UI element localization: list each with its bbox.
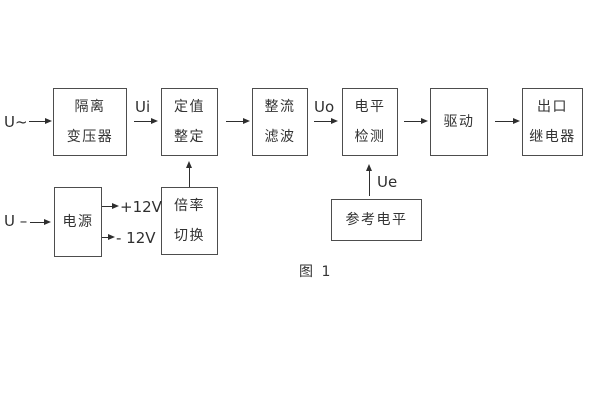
block-setpoint-adjust-label-line1: 定值 [174,99,205,115]
arrow-rectifier-to-level-detector [314,117,338,124]
label-signal-ue: Ue [377,173,398,191]
block-rectifier-filter-label-line1: 整流 [264,99,296,115]
block-level-detector: 电平 检测 [342,88,398,156]
block-isolation-transformer-label-line1: 隔离 [74,99,106,115]
arrow-dc-input-to-power-supply [30,218,51,225]
arrow-ac-input-to-transformer [29,117,52,124]
arrow-transformer-to-setpoint [134,117,158,124]
block-setpoint-adjust: 定值 整定 [161,88,218,156]
block-isolation-transformer: 隔离 变压器 [53,88,127,156]
label-signal-ui: Ui [135,98,151,116]
arrow-setpoint-to-rectifier [226,117,250,124]
block-rectifier-filter: 整流 滤波 [252,88,308,156]
block-setpoint-adjust-label-line2: 整定 [174,129,205,145]
block-reference-level: 参考电平 [331,199,422,241]
label-ac-input: U~ [4,113,28,131]
label-signal-uo: Uo [314,98,335,116]
label-rail-minus12v: - 12V [116,229,156,247]
arrow-driver-to-output-relay [495,117,520,124]
block-level-detector-label-line1: 电平 [354,99,386,115]
arrow-reference-to-level-detector [365,164,372,196]
block-ratio-switch-label-line2: 切换 [174,228,205,244]
block-ratio-switch-label-line1: 倍率 [174,198,205,214]
block-level-detector-label-line2: 检测 [354,129,386,145]
arrow-power-to-minus12v [102,233,115,240]
arrow-ratio-switch-to-setpoint [185,161,192,187]
label-rail-plus12v: +12V [120,198,162,216]
block-power-supply: 电源 [54,187,102,257]
arrow-level-detector-to-driver [404,117,428,124]
block-power-supply-label: 电源 [62,214,94,230]
arrow-power-to-plus12v [102,202,119,209]
block-driver: 驱动 [430,88,488,156]
label-dc-input: U – [4,212,28,230]
block-driver-label: 驱动 [443,114,475,130]
figure-caption: 图 1 [299,264,333,280]
block-output-relay: 出口 继电器 [522,88,583,156]
block-reference-level-label: 参考电平 [345,212,408,228]
block-rectifier-filter-label-line2: 滤波 [264,129,296,145]
block-output-relay-label-line2: 继电器 [529,129,576,145]
block-ratio-switch: 倍率 切换 [161,187,218,255]
block-output-relay-label-line1: 出口 [537,99,568,115]
block-isolation-transformer-label-line2: 变压器 [66,129,114,145]
